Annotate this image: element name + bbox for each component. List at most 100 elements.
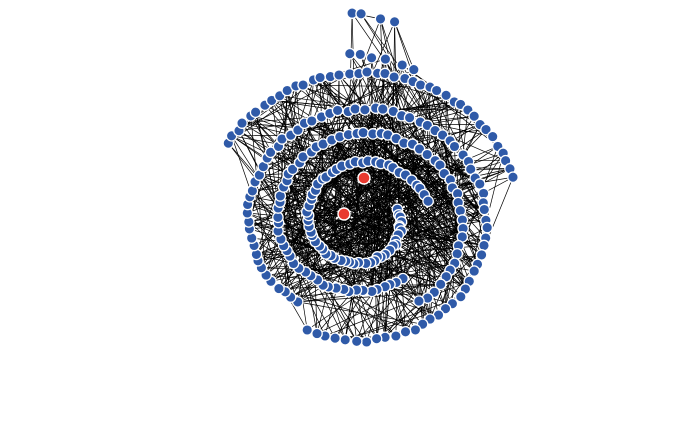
graph-edge xyxy=(322,178,342,261)
graph-node xyxy=(475,249,488,261)
graph-edge xyxy=(250,115,267,276)
graph-edge xyxy=(252,190,357,291)
graph-node xyxy=(343,47,356,60)
graph-node xyxy=(264,146,277,159)
graph-edge xyxy=(317,124,481,185)
graph-edge xyxy=(356,219,463,342)
graph-node xyxy=(249,106,262,119)
graph-edge xyxy=(401,115,418,186)
graph-edge xyxy=(298,79,314,269)
graph-edge xyxy=(439,165,466,290)
graph-node xyxy=(349,103,361,115)
graph-node xyxy=(355,7,367,20)
graph-edge xyxy=(325,154,428,255)
graph-edge xyxy=(256,79,314,255)
graph-edge xyxy=(317,64,403,185)
graph-node xyxy=(273,282,285,295)
graph-edge xyxy=(231,135,316,191)
graph-edge xyxy=(311,199,441,285)
graph-node xyxy=(396,59,409,71)
graph-edge xyxy=(349,167,394,263)
graph-edge xyxy=(325,111,349,178)
graph-node xyxy=(360,336,373,348)
graph-edge xyxy=(397,134,443,210)
graph-edge xyxy=(286,225,400,251)
graph-node xyxy=(314,71,326,84)
highlighted-node xyxy=(357,171,371,185)
graph-node xyxy=(329,332,341,345)
graph-node xyxy=(407,63,420,76)
graph-node xyxy=(297,151,309,163)
graph-node xyxy=(486,130,499,143)
graph-edge xyxy=(317,183,397,245)
graph-node xyxy=(311,327,323,340)
graph-edge xyxy=(439,164,476,179)
graph-edge xyxy=(252,190,367,343)
graph-node xyxy=(388,15,401,28)
graph-edge xyxy=(231,135,286,292)
graph-edge xyxy=(349,163,386,338)
graph-node xyxy=(413,143,426,155)
graph-node xyxy=(376,103,389,115)
graph-edge xyxy=(250,115,363,164)
graph-node xyxy=(399,325,412,338)
graph-edge xyxy=(401,86,431,116)
graph-node xyxy=(468,110,481,123)
graph-node xyxy=(354,48,367,61)
graph-edge xyxy=(285,146,498,293)
graph-node xyxy=(236,117,248,129)
graph-edge xyxy=(311,142,405,153)
graph-node xyxy=(440,89,452,102)
graph-node xyxy=(357,126,370,139)
graph-edge xyxy=(401,230,459,247)
graph-edge xyxy=(319,77,327,254)
graph-edge xyxy=(297,291,435,303)
graph-edge xyxy=(241,122,268,159)
graph-node xyxy=(292,124,304,136)
graph-node xyxy=(478,203,491,216)
graph-edge xyxy=(228,142,279,209)
graph-node xyxy=(422,195,434,208)
graph-edge xyxy=(284,156,304,292)
graph-edge xyxy=(279,95,381,164)
graph-node xyxy=(421,148,434,161)
graph-edge xyxy=(286,90,309,216)
graph-node xyxy=(507,171,519,184)
graph-edge xyxy=(279,201,390,251)
graph-node xyxy=(370,332,383,345)
node-layer xyxy=(222,7,519,348)
graph-node xyxy=(454,204,467,217)
graph-edge xyxy=(392,21,395,112)
graph-edge xyxy=(322,178,375,262)
graph-edge xyxy=(418,202,459,302)
graph-node xyxy=(478,239,490,252)
graph-node xyxy=(333,69,345,81)
graph-edge xyxy=(401,90,437,222)
graph-node xyxy=(339,333,352,346)
graph-edge xyxy=(313,79,463,221)
graph-node xyxy=(454,290,467,303)
graph-edge xyxy=(332,172,397,283)
graph-edge xyxy=(287,173,318,334)
graph-node xyxy=(414,79,427,91)
graph-edge xyxy=(405,202,484,332)
graph-node xyxy=(305,115,318,127)
graph-node xyxy=(409,324,422,336)
graph-edge xyxy=(250,115,316,191)
graph-node xyxy=(468,265,481,277)
graph-node xyxy=(451,247,464,260)
graph-edge xyxy=(238,130,346,340)
graph-edge xyxy=(334,193,458,339)
graph-node xyxy=(331,104,344,117)
graph-node xyxy=(379,53,392,65)
graph-node xyxy=(388,71,400,83)
graph-edge xyxy=(277,69,415,218)
graph-node xyxy=(301,324,314,336)
graph-node xyxy=(374,13,387,25)
graph-edge xyxy=(286,165,343,251)
graph-node xyxy=(297,79,309,91)
graph-edge xyxy=(395,138,439,316)
graph-edge xyxy=(313,79,480,185)
graph-edge xyxy=(297,125,428,303)
